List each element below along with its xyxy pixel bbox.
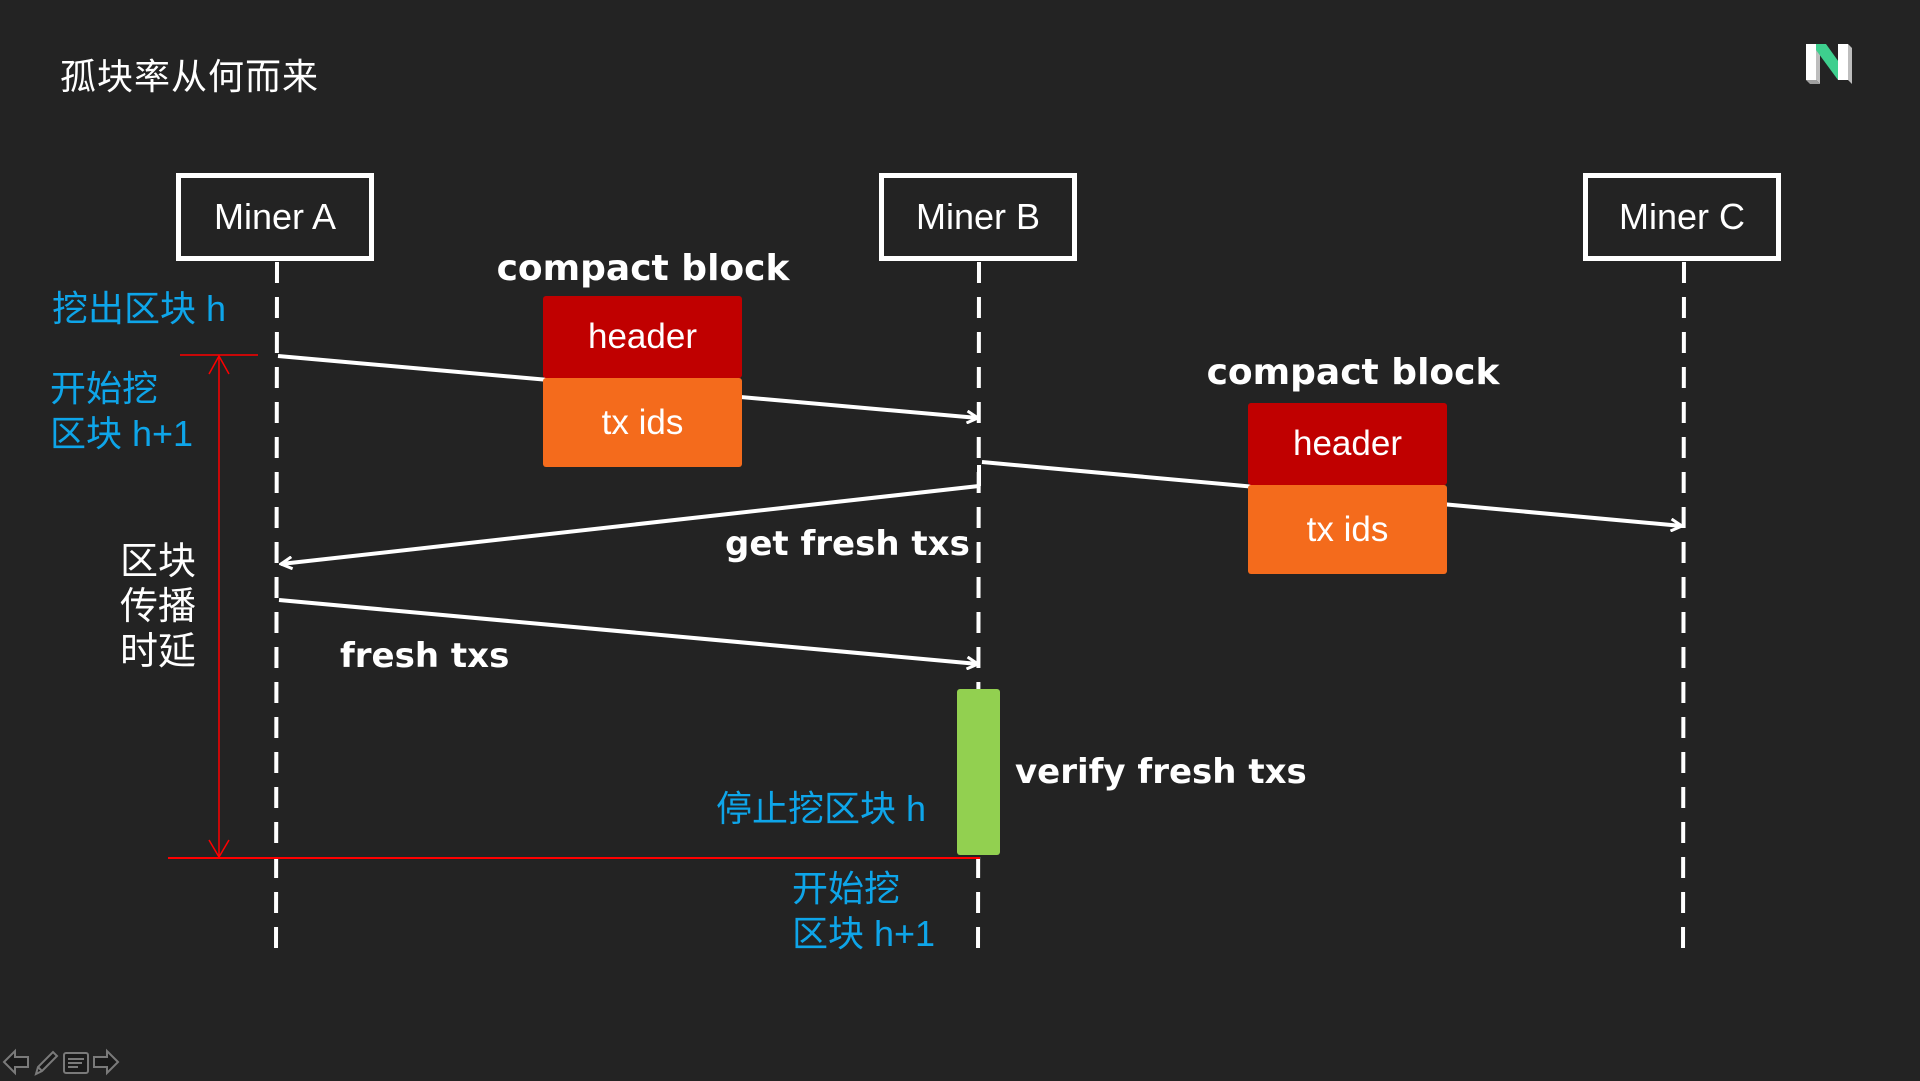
compact-block-2-header: header bbox=[1248, 403, 1447, 485]
compact-block-1-txids: tx ids bbox=[543, 378, 742, 467]
lifeline-miner-a bbox=[274, 261, 279, 963]
notes-icon[interactable] bbox=[62, 1048, 90, 1076]
compact-block-1-txids-label: tx ids bbox=[601, 402, 684, 442]
miner-b-box: Miner B bbox=[879, 173, 1077, 261]
start-mining-line2: 区块 h+1 bbox=[50, 413, 194, 454]
miner-c-box: Miner C bbox=[1583, 173, 1781, 261]
compact-block-2-header-label: header bbox=[1293, 424, 1402, 463]
presentation-nav bbox=[2, 1048, 120, 1076]
arrow-a-to-b-fresh-txs bbox=[278, 598, 978, 664]
verify-fresh-txs-label: verify fresh txs bbox=[1015, 752, 1307, 792]
compact-block-1: header tx ids bbox=[543, 296, 742, 467]
compact-block-1-label: compact block bbox=[496, 248, 790, 289]
lifeline-miner-c bbox=[1681, 261, 1686, 963]
miner-a-box: Miner A bbox=[176, 173, 374, 261]
stop-mining-h-annotation: 停止挖区块 h bbox=[716, 788, 927, 829]
start-mining-h1-annotation: 开始挖 区块 h+1 bbox=[50, 366, 193, 456]
mined-block-h-annotation: 挖出区块 h bbox=[52, 288, 227, 329]
verify-bar bbox=[957, 689, 1000, 855]
fresh-txs-label: fresh txs bbox=[340, 636, 510, 676]
n-logo-icon bbox=[1806, 44, 1852, 84]
measure-arrow-up bbox=[208, 354, 230, 375]
slide-title: 孤块率从何而来 bbox=[60, 56, 320, 97]
compact-block-2: header tx ids bbox=[1248, 403, 1447, 574]
lifeline-miner-b bbox=[976, 261, 981, 963]
propagation-delay-line2: 传播 bbox=[120, 586, 197, 628]
b-start-mining-h1-annotation: 开始挖 区块 h+1 bbox=[792, 866, 935, 956]
get-fresh-txs-label: get fresh txs bbox=[725, 524, 970, 564]
start-mining-line1: 开始挖 bbox=[50, 368, 159, 409]
arrow-b-to-a-get-fresh-txs-line bbox=[281, 484, 980, 564]
miner-a-label: Miner A bbox=[213, 196, 337, 237]
compact-block-2-label: compact block bbox=[1206, 352, 1500, 393]
propagation-delay-line1: 区块 bbox=[120, 541, 197, 583]
miner-c-label: Miner C bbox=[1618, 196, 1746, 237]
compact-block-1-header: header bbox=[543, 296, 742, 378]
compact-block-2-txids-label: tx ids bbox=[1306, 509, 1389, 549]
pencil-icon[interactable] bbox=[32, 1048, 60, 1076]
compact-block-1-header-label: header bbox=[588, 317, 697, 356]
b-start-mining-line2: 区块 h+1 bbox=[792, 913, 936, 954]
compact-block-2-txids: tx ids bbox=[1248, 485, 1447, 574]
b-start-mining-line1: 开始挖 bbox=[792, 868, 901, 909]
propagation-delay-line3: 时延 bbox=[120, 631, 197, 673]
arrow-left-icon[interactable] bbox=[2, 1048, 30, 1076]
arrow-right-icon[interactable] bbox=[92, 1048, 120, 1076]
miner-b-label: Miner B bbox=[915, 196, 1041, 237]
propagation-delay-annotation: 区块 传播 时延 bbox=[120, 540, 196, 675]
